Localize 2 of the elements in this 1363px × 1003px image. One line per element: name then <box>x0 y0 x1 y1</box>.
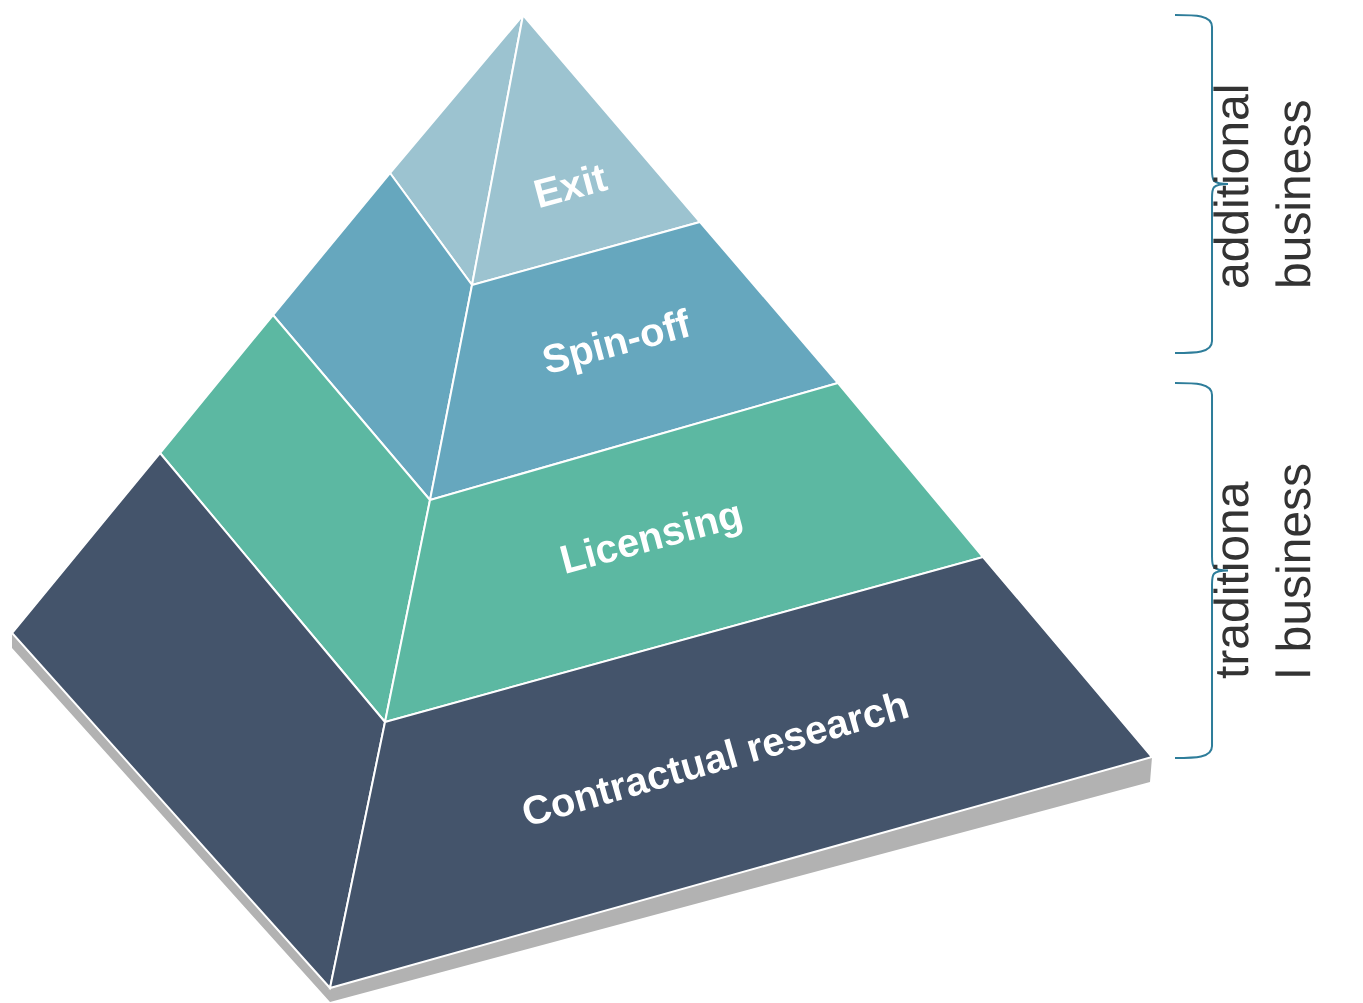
bracket-label: additional business <box>1213 86 1311 287</box>
bracket-label: traditiona l business <box>1213 464 1311 679</box>
